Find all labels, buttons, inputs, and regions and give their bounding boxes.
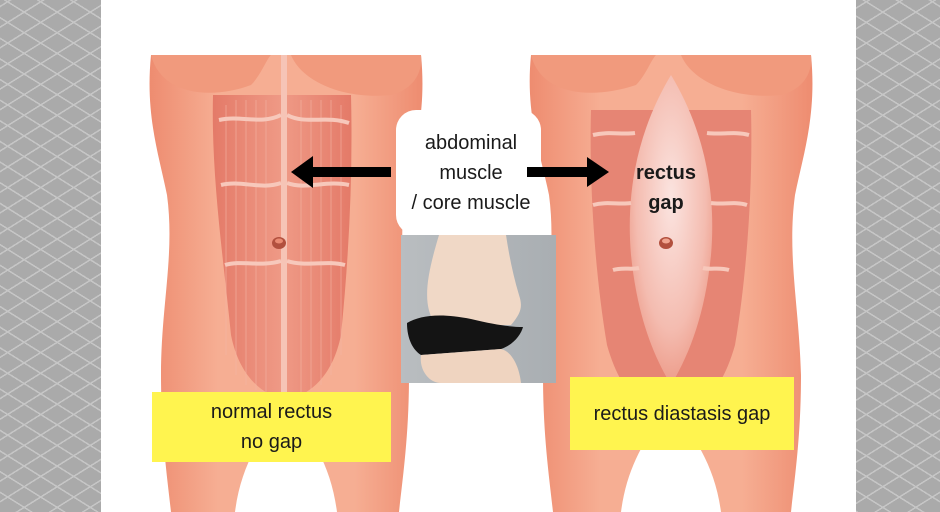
normal-rectus-caption: normal rectus no gap — [152, 392, 391, 462]
infographic-canvas: abdominal muscle / core muscle rectus ga… — [101, 0, 856, 512]
normal-rectus-caption-line2: no gap — [240, 431, 303, 453]
center-label-bg — [396, 110, 541, 235]
rectus-diastasis-caption-line1: rectus diastasis gap — [593, 402, 771, 425]
rectus-diastasis-caption: rectus diastasis gap — [570, 377, 794, 450]
abdominal-muscle-label-line2: muscle — [439, 162, 503, 184]
rectus-gap-label: rectus gap — [621, 158, 711, 218]
rectus-gap-label-line1: rectus — [635, 162, 697, 184]
arrow-right-icon — [527, 157, 609, 187]
arrow-left-icon — [291, 156, 391, 188]
normal-rectus-caption-line1: normal rectus — [210, 401, 333, 423]
abdominal-muscle-label-line1: abdominal — [424, 132, 518, 154]
abdominal-muscle-label: abdominal muscle / core muscle — [391, 128, 551, 218]
rectus-gap-label-line2: gap — [648, 192, 684, 214]
abdominal-muscle-label-line3: / core muscle — [411, 192, 531, 214]
side-profile-photo — [401, 235, 556, 383]
